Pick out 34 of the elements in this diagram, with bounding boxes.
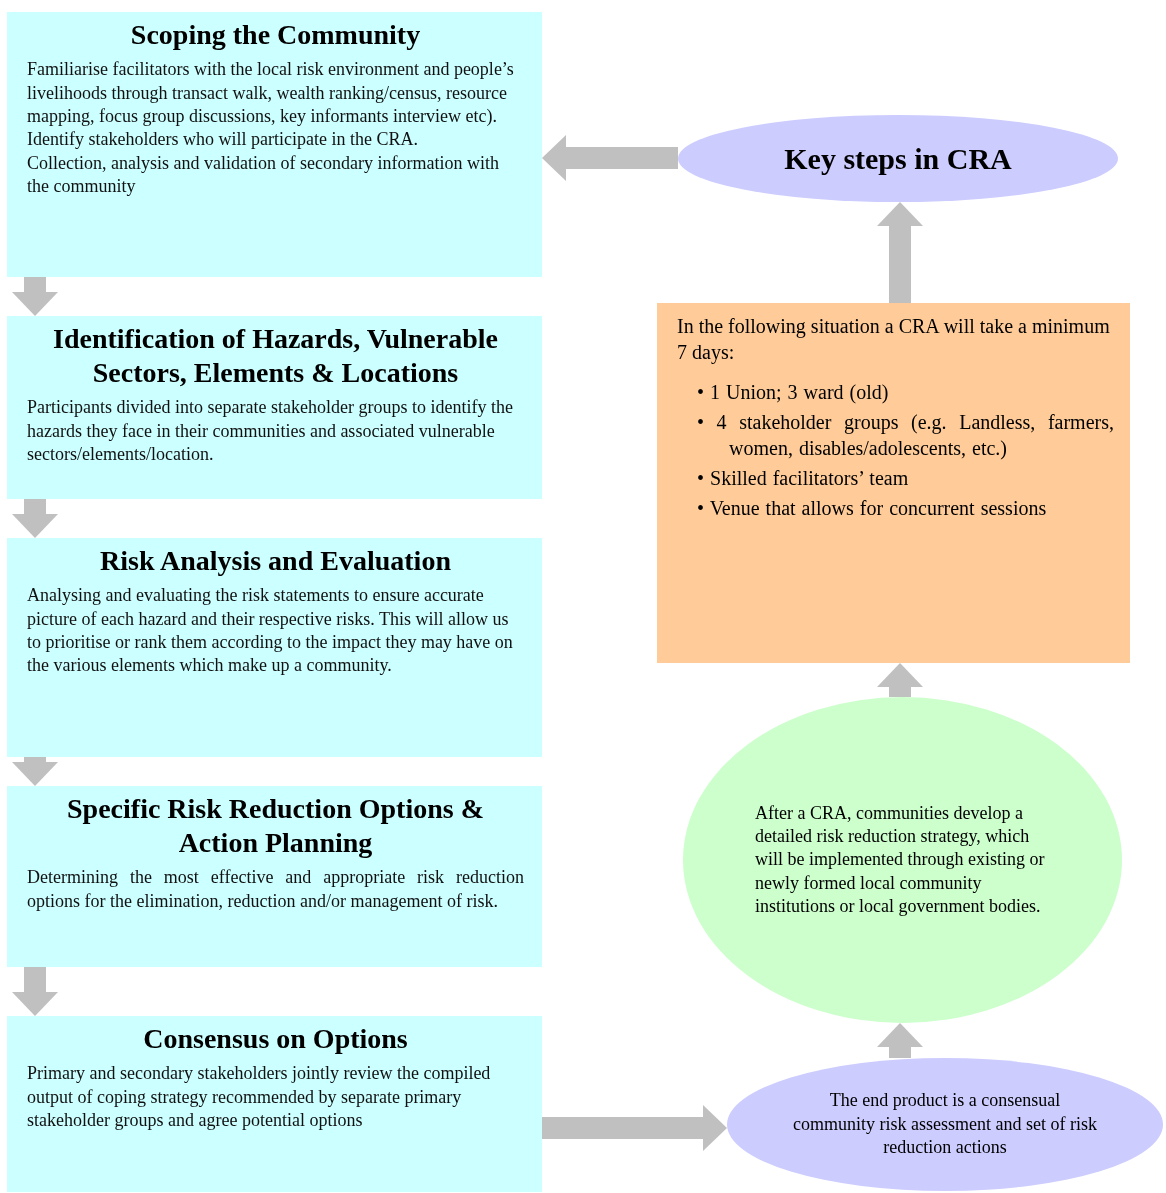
ellipse-text: The end product is a consensual community risk assessment and set of risk reduction actions bbox=[792, 1089, 1098, 1160]
bullet-item: • 4 stakeholder groups (e.g. Landless, farmers, women, disables/adolescents, etc.) bbox=[697, 410, 1114, 461]
step-description: Determining the most effective and appropriate risk reduction options for the elimination, reduction and/or management of risk. bbox=[27, 866, 524, 913]
step-box bbox=[7, 538, 542, 757]
step-description: Analysing and evaluating the risk statements to ensure accurate picture of each hazard and their respective risks. This will allow us to prioritise or rank them according to the impact they may have on the various elements which make up a community. bbox=[27, 584, 514, 678]
step-description: Primary and secondary stakeholders jointly review the compiled output of coping strategy recommended by separate primary stakeholder groups and agree potential options bbox=[27, 1062, 492, 1132]
ellipse-text: After a CRA, communities develop a detailed risk reduction strategy, which will be implemented through existing or newly formed local community institutions or local government bodies. bbox=[755, 801, 1046, 919]
bullet-item: • Venue that allows for concurrent sessions bbox=[697, 496, 1048, 521]
arrow bbox=[877, 663, 923, 697]
arrow bbox=[877, 1023, 923, 1058]
note-text: In the following situation a CRA will take a minimum 7 days: bbox=[677, 314, 1111, 365]
arrow bbox=[12, 967, 58, 1016]
arrow bbox=[12, 499, 58, 538]
step-box bbox=[7, 316, 542, 499]
bullet-item: • 1 Union; 3 ward (old) bbox=[697, 380, 890, 405]
step-box bbox=[7, 12, 542, 277]
step-heading: Risk Analysis and Evaluation bbox=[99, 544, 452, 578]
arrow bbox=[877, 202, 923, 303]
ellipse-text: Key steps in CRA bbox=[784, 141, 1012, 177]
step-heading: Identification of Hazards, Vulnerable Sectors, Elements & Locations bbox=[52, 322, 499, 391]
arrow bbox=[542, 135, 678, 181]
step-description: Participants divided into separate stakeholder groups to identify the hazards they face in their communities and associated vulnerable sectors/elements/location. bbox=[27, 396, 514, 467]
arrow bbox=[12, 757, 58, 786]
bullet-item: • Skilled facilitators’ team bbox=[697, 466, 910, 491]
step-heading: Consensus on Options bbox=[142, 1022, 409, 1056]
step-heading: Specific Risk Reduction Options & Action Planning bbox=[66, 792, 485, 861]
arrow bbox=[12, 277, 58, 316]
step-box bbox=[7, 1016, 542, 1192]
step-description: Familiarise facilitators with the local risk environment and people’s livelihoods through transact walk, wealth ranking/census, resource mapping, focus group discussions, key informants interview etc). Identify stakeholders who will participate in the CRA. bbox=[27, 58, 515, 152]
step-heading: Scoping the Community bbox=[129, 18, 422, 52]
arrow bbox=[542, 1105, 727, 1151]
note-box bbox=[657, 303, 1130, 663]
step-box bbox=[7, 786, 542, 967]
step-description: Collection, analysis and validation of secondary information with the community bbox=[27, 151, 500, 199]
